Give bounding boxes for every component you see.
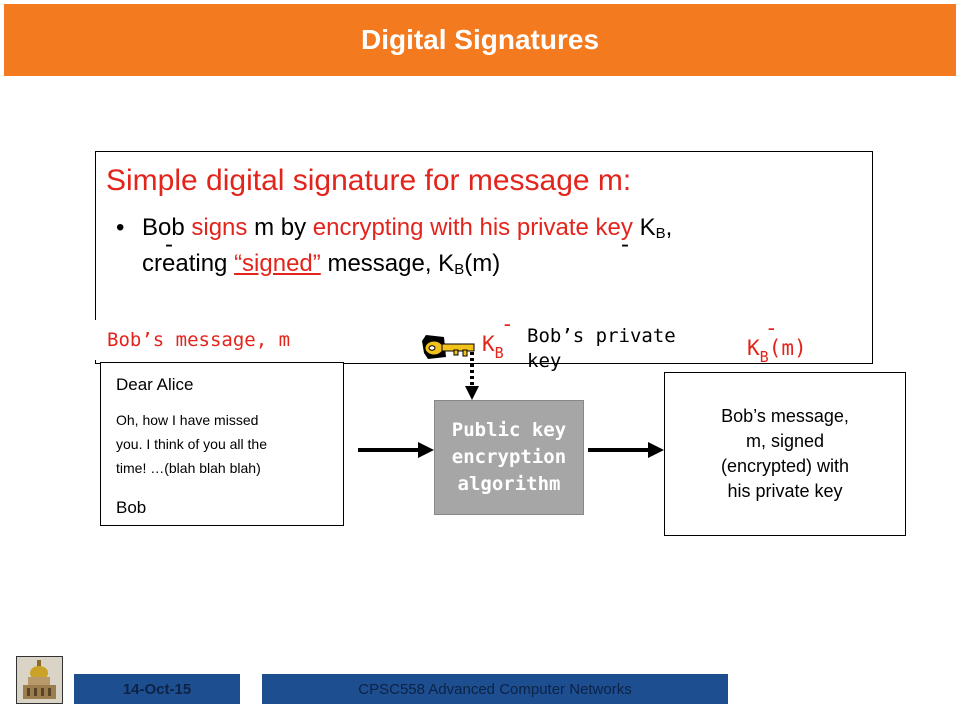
key-label-sub: B (494, 344, 504, 362)
bullet-text-creating: creating (142, 250, 235, 277)
encryption-algorithm-box: Public key encryption algorithm (434, 400, 584, 515)
output-label-minus: - (765, 316, 778, 340)
key-label-minus: - (501, 312, 514, 336)
bullet-marker: • (116, 214, 125, 241)
letter-box (100, 362, 344, 526)
letter-to-algorithm-arrow (358, 442, 434, 458)
letter-greeting: Dear Alice (116, 375, 194, 394)
key-label-kb: KB (482, 332, 504, 362)
bullet-line-2: creating “signed” message, KB(m) (142, 250, 500, 278)
key-icon (422, 335, 475, 359)
footer-date-text: 14-Oct-15 (122, 680, 192, 698)
output-label: KB(m) (747, 336, 807, 366)
key-label-k: K (482, 332, 495, 356)
private-key-label: Bob’s private key (527, 324, 717, 374)
footer-date: 14-Oct-15 (74, 674, 240, 704)
output-label-sub: B (759, 348, 769, 366)
bullet-text-m: (m) (464, 250, 501, 277)
bullet-text-k2-sub: B (454, 261, 465, 278)
bullet-text-encrypting: encrypting with his private key (312, 214, 633, 241)
bullet-line-1: Bob signs m by encrypting with his priva… (142, 214, 672, 242)
algorithm-line-3: algorithm (457, 473, 561, 495)
algorithm-to-result-arrow (588, 442, 664, 458)
main-heading: Simple digital signature for message m: (106, 164, 632, 197)
letter-signoff: Bob (116, 498, 147, 517)
bullet-text-k-sub: B (655, 225, 666, 242)
title-bar: Digital Signatures (4, 4, 956, 76)
bobs-message-label: Bob’s message, m (95, 320, 345, 360)
output-label-m: (m) (768, 336, 807, 360)
letter-line-2: you. I think of you all the (116, 436, 267, 452)
bullet-text-m-by: m by (247, 214, 313, 241)
bullet-text-signed: “signed” (234, 250, 321, 277)
letter-line-3: time! …(blah blah blah) (116, 460, 261, 476)
key-to-algorithm-arrow (465, 352, 479, 400)
result-line-1: Bob’s message, (721, 406, 849, 426)
output-label-k: K (747, 336, 760, 360)
bullet-text-comma: , (665, 214, 673, 241)
slide-title: Digital Signatures (360, 24, 600, 55)
algorithm-line-2: encryption (451, 446, 567, 468)
result-line-3: (encrypted) with (720, 456, 850, 476)
bullet-text-signs: signs (191, 214, 248, 241)
minus-mark-2: - (621, 231, 629, 258)
minus-mark-1: - (165, 231, 173, 258)
algorithm-line-1: Public key (451, 419, 567, 441)
university-logo (16, 656, 63, 704)
result-line-2: m, signed (745, 431, 825, 451)
letter-line-1: Oh, how I have missed (116, 412, 259, 428)
bullet-text-message-k: message, K (320, 250, 455, 277)
bullet-text-k: K (632, 214, 656, 241)
footer-course-text: CPSC558 Advanced Computer Networks (358, 680, 632, 698)
signed-message-box: Bob’s message, m, signed (encrypted) wit… (664, 372, 906, 536)
result-line-4: his private key (727, 481, 843, 501)
private-key-label-line-2: key (527, 350, 562, 372)
private-key-label-line-1: Bob’s private (527, 325, 676, 347)
bullet-text-bob: Bob (142, 214, 192, 241)
footer-course: CPSC558 Advanced Computer Networks (262, 674, 728, 704)
